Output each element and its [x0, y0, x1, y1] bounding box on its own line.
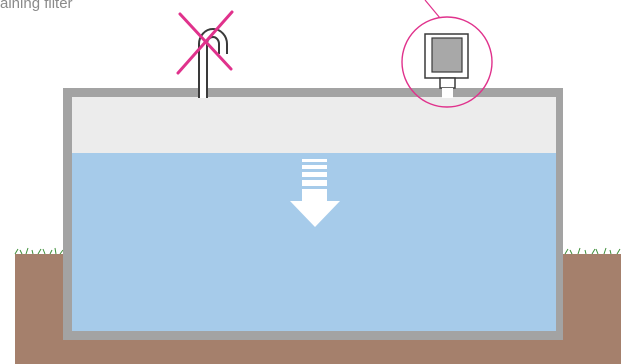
callout-leader [424, 0, 441, 19]
grass-left [14, 247, 64, 255]
filter-callout [401, 0, 493, 108]
crossed-out-x-icon [176, 10, 234, 75]
breathing-filter-icon [424, 33, 469, 98]
down-arrow-icon [290, 159, 340, 227]
callout-circle [401, 16, 493, 108]
grass-right [564, 247, 621, 255]
tank-air-space [72, 97, 556, 153]
tank-water [72, 153, 556, 331]
diagram-caption: aining filter [0, 0, 73, 12]
